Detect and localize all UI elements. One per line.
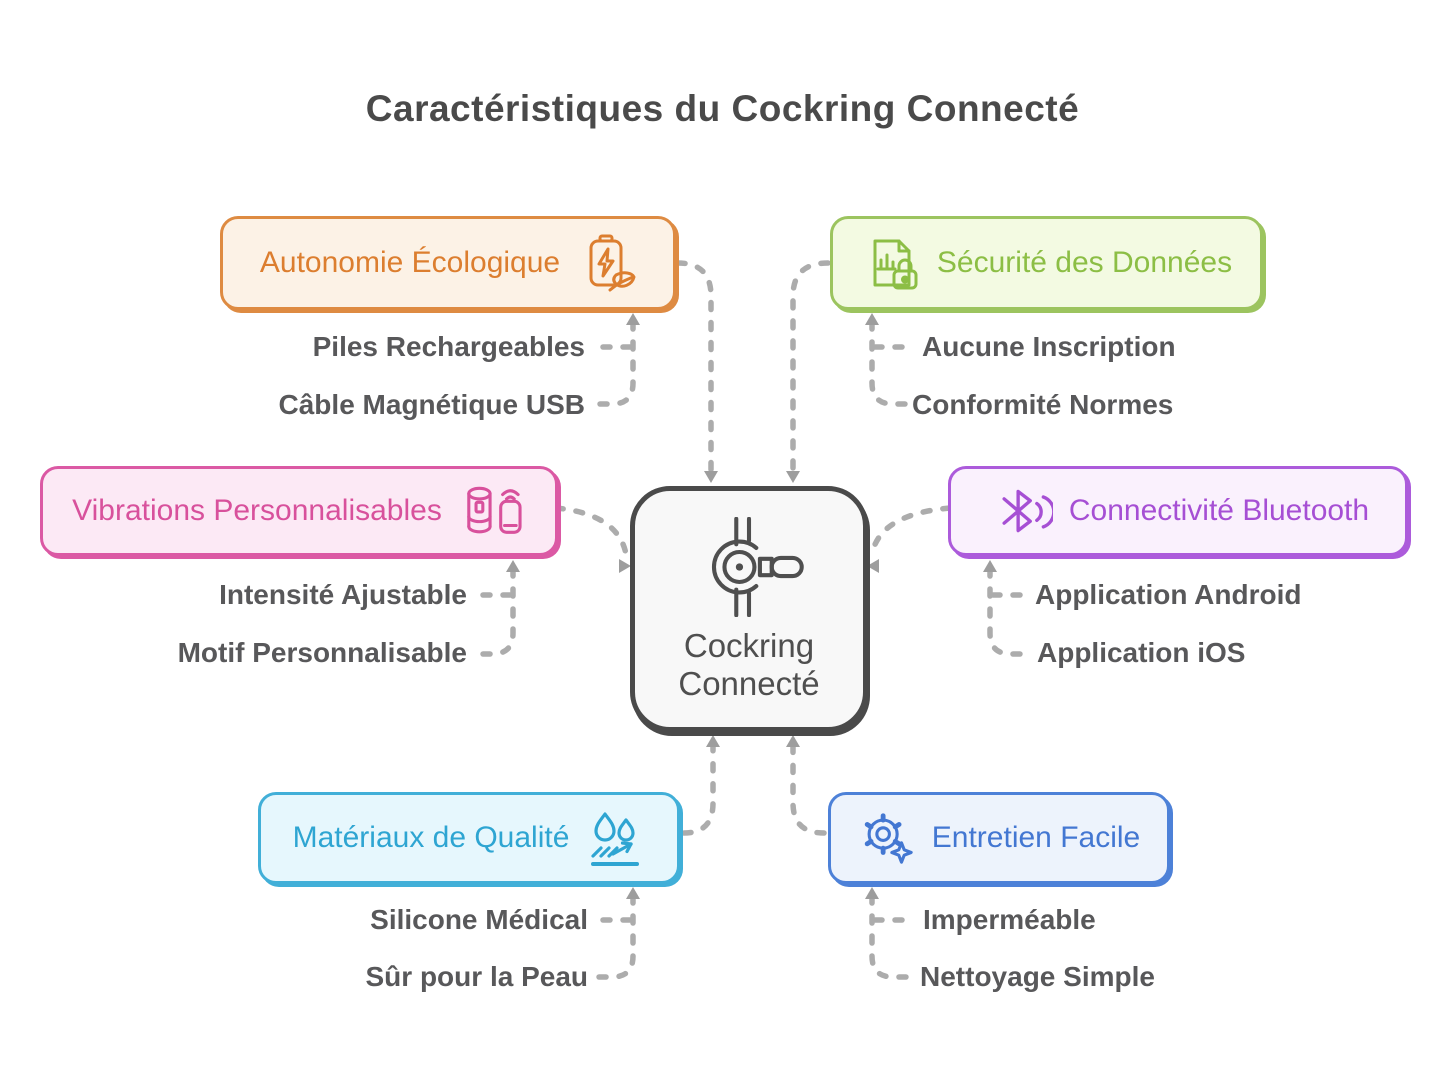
subitem-connectors	[478, 313, 1025, 980]
page-title: Caractéristiques du Cockring Connecté	[365, 88, 1080, 129]
center-node-cockring-connecte: Cockring Connecté	[630, 486, 868, 732]
connector-securite-center	[790, 260, 831, 475]
connector-entretien-center	[790, 741, 827, 836]
subitem-nettoyage-simple: Nettoyage Simple	[920, 961, 1155, 992]
subitem-intensite-ajustable: Intensité Ajustable	[219, 579, 467, 610]
branch-label: Autonomie Écologique	[259, 246, 561, 279]
subitem-motif-personnalisable: Motif Personnalisable	[177, 637, 467, 668]
subitem-aucune-inscription: Aucune Inscription	[922, 331, 1176, 362]
branch-connectors	[553, 260, 953, 836]
center-label-line1: Cockring	[683, 627, 815, 664]
subitem-application-ios: Application iOS	[1037, 637, 1246, 668]
connector-materiaux-center	[681, 741, 716, 836]
vibrator-remote-icon	[467, 486, 522, 534]
branch-connectivite-bluetooth: Connectivité Bluetooth	[948, 466, 1408, 556]
subitem-sur-pour-la-peau: Sûr pour la Peau	[365, 961, 589, 992]
center-label: Cockring Connecté	[678, 627, 819, 703]
connector-autonomie-center	[675, 260, 714, 475]
subitem-piles-rechargeables: Piles Rechargeables	[312, 331, 585, 362]
subitem-cable-magnetique-usb: Câble Magnétique USB	[278, 389, 585, 420]
subitem-application-android: Application Android	[1035, 579, 1302, 610]
branch-label: Matériaux de Qualité	[292, 821, 570, 854]
branch-label: Connectivité Bluetooth	[1068, 494, 1370, 527]
branch-vibrations-personnalisables: Vibrations Personnalisables	[40, 466, 558, 556]
bluetooth-signal-icon	[1002, 489, 1053, 533]
branch-entretien-facile: Entretien Facile	[828, 792, 1170, 884]
branch-label: Vibrations Personnalisables	[72, 494, 442, 527]
subitem-conformite-normes: Conformité Normes	[912, 389, 1174, 420]
gear-sparkle-icon	[864, 813, 913, 864]
subitem-impermeable: Imperméable	[923, 904, 1096, 935]
eco-battery-icon	[589, 234, 636, 292]
document-lock-icon	[873, 239, 918, 290]
branch-securite-des-donnees: Sécurité des Données	[830, 216, 1263, 310]
branch-label: Entretien Facile	[931, 821, 1141, 854]
branch-autonomie-ecologique: Autonomie Écologique	[220, 216, 676, 310]
subitem-silicone-medical: Silicone Médical	[370, 904, 588, 935]
branch-materiaux-de-qualite: Matériaux de Qualité	[258, 792, 680, 884]
connector-vibrations-center	[553, 505, 629, 557]
waterproof-drops-icon	[591, 812, 640, 866]
branch-label: Sécurité des Données	[936, 246, 1233, 279]
center-label-line2: Connecté	[678, 665, 820, 702]
cockring-icon	[711, 517, 804, 617]
connector-bluetooth-center	[869, 505, 953, 557]
